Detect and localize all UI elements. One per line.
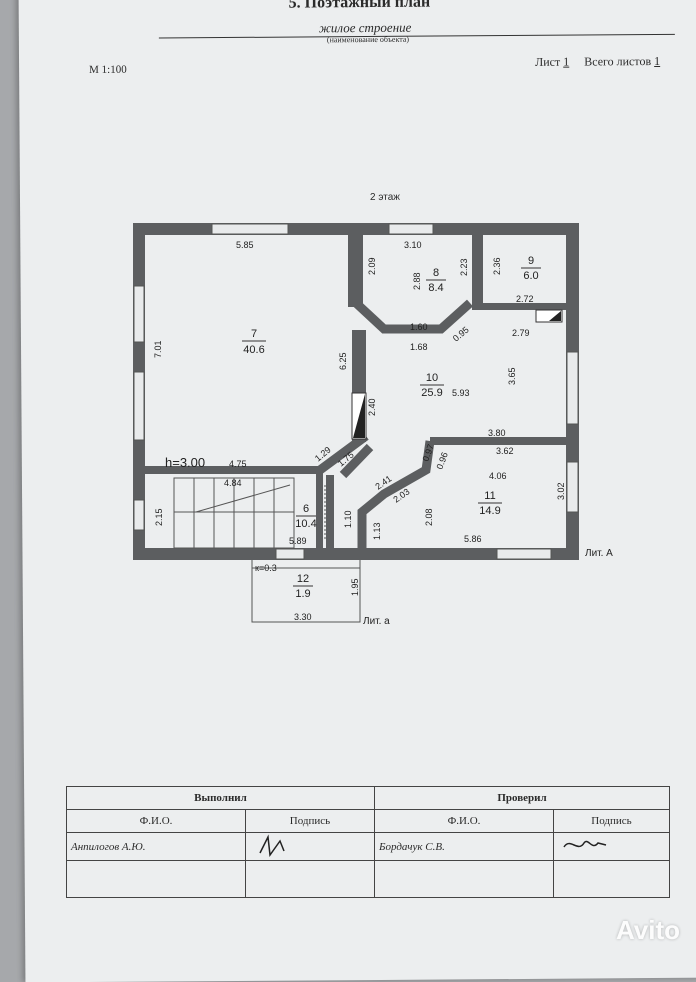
ceiling-height: h=3.00	[165, 455, 205, 470]
handwritten-signature-icon	[563, 840, 607, 848]
windows	[133, 223, 579, 560]
room-10-area: 25.9	[421, 387, 442, 399]
lit-a-upper: Лит. А	[585, 548, 613, 559]
done-name: Анпилогов А.Ю.	[66, 832, 246, 861]
dim: 5.93	[452, 388, 470, 398]
floor-plan: 7 40.6 8 8.4 9 6.0 10 25.9 11 14.9 6 10.…	[133, 223, 613, 627]
dim: 2.23	[459, 258, 469, 276]
dim: 5.85	[236, 240, 254, 250]
dim: 1.68	[410, 342, 428, 352]
dim: 6.25	[338, 352, 348, 370]
room-labels: 7 40.6 8 8.4 9 6.0 10 25.9 11 14.9 6 10.…	[242, 255, 541, 600]
dim: 2.36	[492, 257, 502, 275]
checked-signature-label: Подпись	[553, 809, 670, 833]
porch-coefficient: к=0.3	[255, 563, 277, 573]
room-9-area: 6.0	[523, 270, 538, 282]
dim: 3.65	[507, 367, 517, 385]
watermark-logo: Avito	[615, 915, 680, 945]
room-9-number: 9	[528, 255, 534, 267]
dim: 2.09	[367, 257, 377, 275]
dim: 2.08	[424, 508, 434, 526]
room-8-area: 8.4	[428, 282, 443, 294]
checked-signature	[553, 832, 670, 861]
dim: 1.13	[372, 522, 382, 540]
room-10-number: 10	[426, 372, 438, 384]
checked-by-header: Проверил	[374, 786, 670, 810]
staircase	[173, 477, 295, 549]
porch	[251, 560, 361, 623]
room-8-number: 8	[433, 267, 439, 279]
dim: 3.62	[496, 446, 514, 456]
diagonal-walls	[317, 299, 474, 548]
dim: 1.10	[343, 510, 353, 528]
walls	[133, 223, 579, 560]
room-7-number: 7	[251, 328, 257, 340]
room-12-area: 1.9	[295, 588, 310, 600]
dim: 2.72	[516, 294, 534, 304]
dim: 0.96	[434, 451, 449, 471]
dim: 2.15	[154, 508, 164, 526]
done-signature	[245, 832, 375, 861]
checked-name: Бордачук С.В.	[374, 832, 554, 861]
dim: 5.89	[289, 536, 307, 546]
dim: 3.02	[556, 482, 566, 500]
handwritten-signature-icon	[259, 834, 285, 858]
empty-cell	[66, 860, 246, 898]
dim: 4.06	[489, 471, 507, 481]
dim: 3.80	[488, 428, 506, 438]
dim: 2.40	[367, 398, 377, 416]
dim: 0.95	[451, 325, 471, 344]
dim: 4.84	[224, 478, 242, 488]
empty-cell	[245, 860, 375, 898]
done-fio-label: Ф.И.О.	[66, 809, 246, 833]
dim: 5.86	[464, 534, 482, 544]
room-12-number: 12	[297, 573, 309, 585]
room-6-number: 6	[303, 503, 309, 515]
checked-fio-label: Ф.И.О.	[374, 809, 554, 833]
dim: 3.10	[404, 240, 422, 250]
room-11-number: 11	[484, 490, 495, 502]
done-signature-label: Подпись	[245, 809, 375, 833]
dim: 0.97	[420, 443, 435, 463]
dim: 4.75	[229, 459, 247, 469]
dim: 2.79	[512, 328, 530, 338]
dim: 1.95	[350, 578, 360, 596]
flue-9-mark	[549, 311, 561, 321]
empty-cell	[374, 860, 554, 898]
dim: 3.30	[294, 612, 312, 622]
room-11-area: 14.9	[479, 505, 500, 517]
signature-table: Выполнил Проверил Ф.И.О. Подпись Ф.И.О. …	[66, 786, 670, 898]
empty-cell	[553, 860, 670, 898]
room-6-area: 10.4	[295, 518, 316, 530]
done-by-header: Выполнил	[66, 786, 375, 810]
dim: 1.60	[410, 322, 428, 332]
dim: 7.01	[153, 340, 163, 358]
lit-a-lower: Лит. а	[363, 616, 390, 627]
room-7-area: 40.6	[243, 344, 264, 356]
dim: 2.88	[412, 272, 422, 290]
flue-10-mark	[353, 394, 365, 438]
